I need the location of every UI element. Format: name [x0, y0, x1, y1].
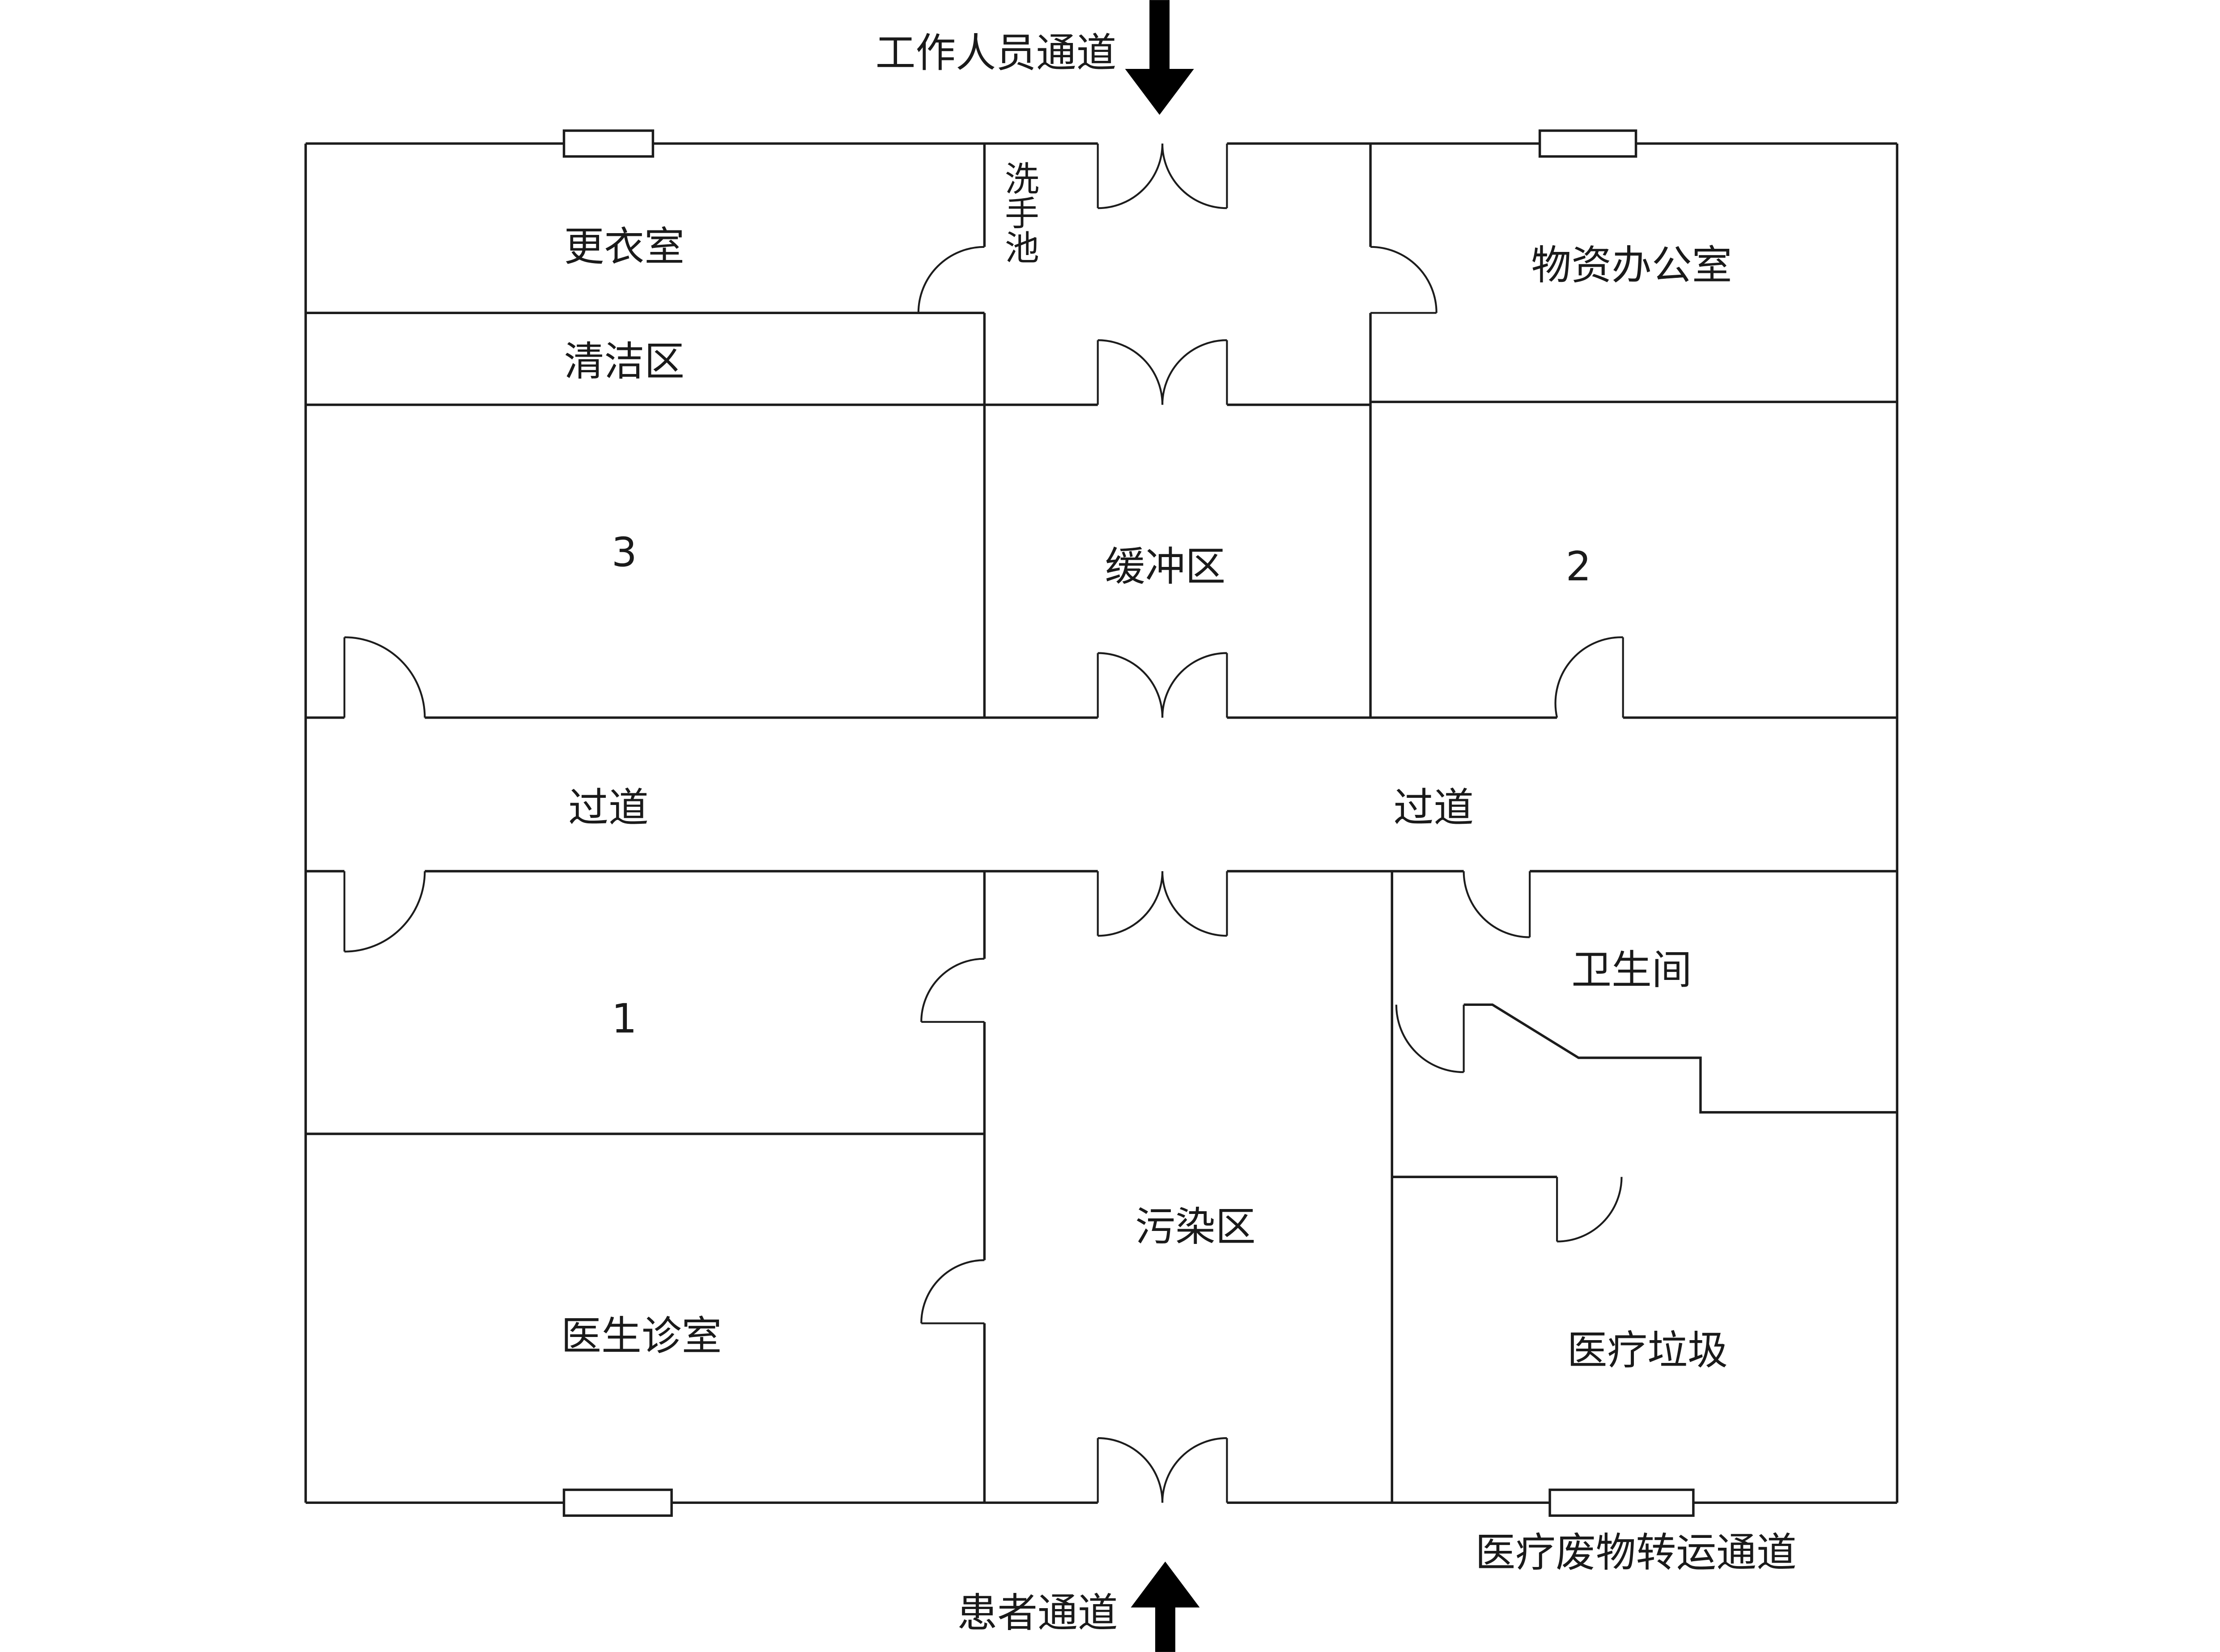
door-buffer-south-right [1161, 652, 1228, 718]
label-contaminated-area: 污染区 [1135, 1204, 1255, 1250]
windows [562, 129, 1695, 1517]
door-buffer-north-right [1161, 339, 1228, 405]
label-changing-room: 更衣室 [564, 224, 685, 270]
door-buffer-south-left [1097, 652, 1164, 718]
label-wash-basin: 洗手池 [999, 161, 1039, 264]
window-bottom-right [1548, 1488, 1695, 1517]
door-contaminated-north-right [1161, 871, 1228, 937]
door-staff-entrance-right [1161, 143, 1228, 209]
staff-entrance-arrow [1125, 0, 1194, 115]
label-patient-passage: 患者通道 [957, 1590, 1118, 1636]
door-toilet [1463, 871, 1531, 938]
label-room-3: 3 [612, 529, 637, 576]
door-contaminated-north-left [1097, 871, 1164, 937]
window-top-right [1538, 129, 1637, 158]
label-doctor-office: 医生诊室 [561, 1313, 722, 1359]
labels: 工作人员通道 洗手池 更衣室 物资办公室 清洁区 3 缓冲区 2 过道 过道 1… [561, 30, 1797, 1637]
walls [304, 142, 1899, 1504]
door-room3 [343, 636, 426, 718]
label-clean-area: 清洁区 [564, 338, 685, 385]
label-room-1: 1 [612, 996, 637, 1042]
door-changing-room [917, 246, 985, 314]
label-staff-passage: 工作人员通道 [876, 30, 1117, 77]
door-buffer-north-left [1097, 339, 1164, 405]
label-buffer-zone: 缓冲区 [1105, 544, 1225, 590]
label-room-2: 2 [1566, 544, 1591, 590]
door-patient-entrance-left [1097, 1437, 1164, 1503]
label-corridor-left: 过道 [568, 785, 649, 831]
patient-entrance-arrow [1131, 1561, 1200, 1652]
door-supplies-office [1370, 246, 1437, 314]
doors [343, 143, 1624, 1503]
label-waste-transfer-passage: 医疗废物转运通道 [1475, 1530, 1796, 1576]
door-doctor-office [920, 1259, 985, 1324]
label-toilet: 卫生间 [1571, 947, 1692, 993]
wall-segments [304, 142, 1899, 1504]
door-room1-side [920, 958, 985, 1023]
door-room2 [1554, 636, 1624, 718]
label-supplies-office: 物资办公室 [1531, 242, 1732, 289]
window-top-left [562, 129, 655, 158]
door-room1-corridor [343, 871, 426, 953]
door-patient-entrance-right [1161, 1437, 1228, 1503]
door-toilet-vestibule [1395, 1005, 1465, 1073]
label-corridor-right: 过道 [1393, 785, 1474, 831]
door-medical-waste [1556, 1177, 1623, 1243]
window-bottom-left [562, 1488, 673, 1517]
label-medical-waste: 医疗垃圾 [1567, 1327, 1728, 1374]
arrows [1125, 0, 1200, 1652]
door-staff-entrance-left [1097, 143, 1164, 209]
